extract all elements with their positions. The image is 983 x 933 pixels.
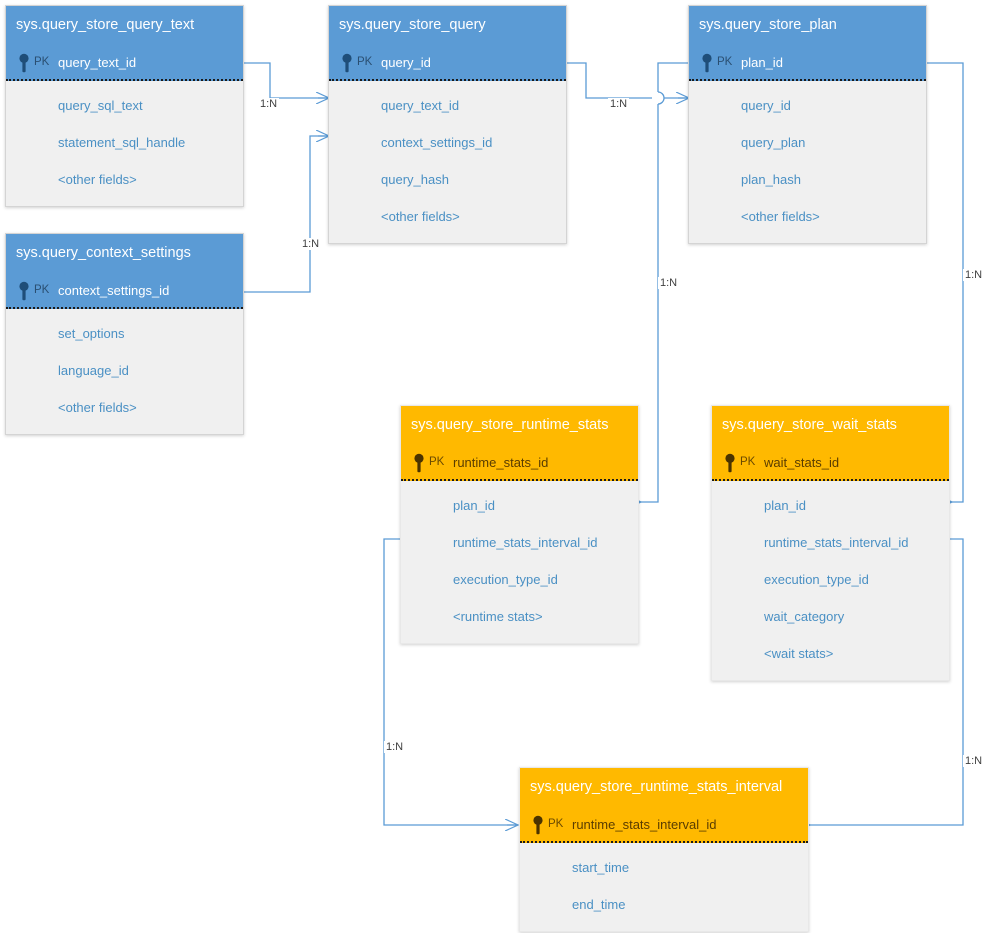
pk-field-name: plan_id xyxy=(741,55,783,70)
key-icon xyxy=(702,53,712,73)
cardinality-label: 1:N xyxy=(258,98,280,110)
field-list: plan_id runtime_stats_interval_id executio… xyxy=(401,481,638,643)
cardinality-label: 1:N xyxy=(963,269,983,281)
field-list: start_time end_time xyxy=(520,843,808,931)
field-row[interactable]: statement_sql_handle xyxy=(58,135,186,150)
cardinality-label: 1:N xyxy=(658,277,680,289)
primary-key-row[interactable]: PK context_settings_id xyxy=(6,272,243,309)
primary-key-row[interactable]: PK runtime_stats_id xyxy=(401,444,638,481)
connector-context-settings-to-query xyxy=(244,136,329,293)
pk-field-name: wait_stats_id xyxy=(764,455,840,470)
field-row[interactable]: <runtime stats> xyxy=(453,609,543,624)
field-row[interactable]: execution_type_id xyxy=(764,572,869,587)
field-list: set_options language_id <other fields> xyxy=(6,309,243,434)
field-row[interactable]: runtime_stats_interval_id xyxy=(764,535,909,550)
field-row[interactable]: end_time xyxy=(572,897,626,912)
key-icon xyxy=(19,53,29,73)
field-row[interactable]: set_options xyxy=(58,326,125,341)
cardinality-label: 1:N xyxy=(384,741,406,753)
field-list: query_text_id context_settings_id query_ha… xyxy=(329,81,566,243)
cardinality-label: 1:N xyxy=(300,238,322,250)
pk-field-name: runtime_stats_id xyxy=(453,455,549,470)
field-row[interactable]: runtime_stats_interval_id xyxy=(453,535,598,550)
field-list: plan_id runtime_stats_interval_id executio… xyxy=(712,481,949,680)
pk-badge: PK xyxy=(34,56,50,68)
field-row[interactable]: query_id xyxy=(741,98,791,113)
key-icon xyxy=(533,815,543,835)
key-icon xyxy=(725,453,735,473)
connector-plan-to-rt-b xyxy=(641,104,659,502)
primary-key-row[interactable]: PK wait_stats_id xyxy=(712,444,949,481)
primary-key-row[interactable]: PK plan_id xyxy=(689,44,926,81)
field-row[interactable]: <wait stats> xyxy=(764,646,834,661)
field-row[interactable]: plan_id xyxy=(764,498,806,513)
field-row[interactable]: <other fields> xyxy=(58,400,137,415)
field-row[interactable]: execution_type_id xyxy=(453,572,558,587)
field-row[interactable]: plan_hash xyxy=(741,172,801,187)
primary-key-row[interactable]: PK query_id xyxy=(329,44,566,81)
entity-title: sys.query_store_wait_stats xyxy=(712,406,949,444)
pk-field-name: query_id xyxy=(381,55,431,70)
key-icon xyxy=(342,53,352,73)
field-row[interactable]: language_id xyxy=(58,363,129,378)
field-list: query_sql_text statement_sql_handle <other… xyxy=(6,81,243,206)
field-row[interactable]: <other fields> xyxy=(741,209,820,224)
field-row[interactable]: context_settings_id xyxy=(381,135,493,150)
key-icon xyxy=(414,453,424,473)
field-row[interactable]: <other fields> xyxy=(381,209,460,224)
connector-plan-to-rt-hop xyxy=(657,91,665,105)
connector-plan-to-rt-a xyxy=(657,62,688,92)
pk-badge: PK xyxy=(357,56,373,68)
field-row[interactable]: <other fields> xyxy=(58,172,137,187)
field-row[interactable]: query_hash xyxy=(381,172,449,187)
pk-badge: PK xyxy=(740,456,756,468)
cardinality-label: 1:N xyxy=(963,755,983,767)
field-row[interactable]: query_text_id xyxy=(381,98,460,113)
primary-key-row[interactable]: PK query_text_id xyxy=(6,44,243,81)
connector-query-to-plan-a xyxy=(567,62,652,99)
pk-badge: PK xyxy=(717,56,733,68)
entity-title: sys.query_store_plan xyxy=(689,6,926,44)
pk-badge: PK xyxy=(34,284,50,296)
entity-title: sys.query_store_runtime_stats xyxy=(401,406,638,444)
pk-field-name: context_settings_id xyxy=(58,283,170,298)
cardinality-label: 1:N xyxy=(608,98,630,110)
field-row[interactable]: wait_category xyxy=(764,609,845,624)
field-row[interactable]: query_sql_text xyxy=(58,98,143,113)
pk-field-name: query_text_id xyxy=(58,55,137,70)
entity-title: sys.query_store_runtime_stats_interval xyxy=(520,768,808,806)
pk-badge: PK xyxy=(429,456,445,468)
pk-field-name: runtime_stats_interval_id xyxy=(572,817,717,832)
primary-key-row[interactable]: PK runtime_stats_interval_id xyxy=(520,806,808,843)
field-row[interactable]: plan_id xyxy=(453,498,495,513)
pk-badge: PK xyxy=(548,818,564,830)
entity-title: sys.query_store_query xyxy=(329,6,566,44)
connector-query-text-to-query xyxy=(244,62,329,98)
field-row[interactable]: query_plan xyxy=(741,135,806,150)
key-icon xyxy=(19,281,29,301)
field-list: query_id query_plan plan_hash <other fields… xyxy=(689,81,926,243)
entity-title: sys.query_context_settings xyxy=(6,234,243,272)
field-row[interactable]: start_time xyxy=(572,860,630,875)
entity-title: sys.query_store_query_text xyxy=(6,6,243,44)
